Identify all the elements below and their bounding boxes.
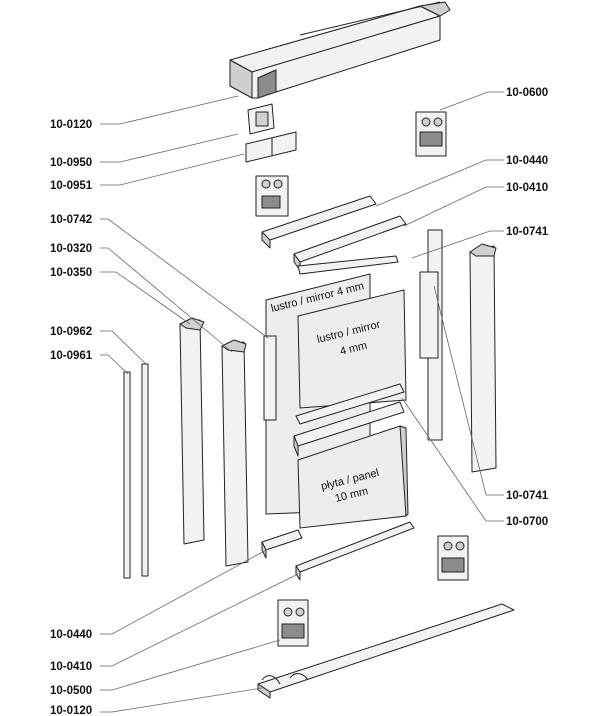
label-10-0742: 10-0742 — [50, 214, 92, 226]
vertical-handle-profile-1 — [179, 317, 205, 545]
label-10-0120-bottom: 10-0120 — [50, 705, 92, 716]
panel-board — [297, 425, 409, 529]
bottom-runner-left — [277, 599, 309, 647]
label-10-0410-bottom: 10-0410 — [50, 661, 92, 673]
label-10-0440-top: 10-0440 — [506, 155, 548, 167]
label-10-0741-top: 10-0741 — [506, 226, 549, 238]
front-mirror-pane — [297, 289, 407, 409]
profile-middle-b — [293, 401, 405, 457]
top-rail — [229, 1, 451, 99]
left-labels: 10-0120 10-0950 10-0951 10-0742 10-0320 … — [50, 119, 93, 716]
label-10-0700: 10-0700 — [506, 516, 548, 528]
right-labels: 10-0600 10-0440 10-0410 10-0741 10-0741 … — [506, 87, 549, 528]
vertical-handle-profile-2 — [221, 339, 249, 567]
top-guide-bracket — [255, 175, 289, 217]
label-10-0500: 10-0500 — [50, 685, 92, 697]
label-10-0320: 10-0320 — [50, 243, 92, 255]
seal-strip-left — [123, 371, 131, 579]
bottom-runner-right — [437, 535, 469, 581]
label-10-0741-bottom: 10-0741 — [506, 490, 549, 502]
profile-bottom-lower — [295, 521, 415, 581]
top-spacer-plate — [245, 131, 297, 163]
label-10-0350: 10-0350 — [50, 267, 92, 279]
leader-lines — [100, 91, 504, 713]
label-10-0120-top: 10-0120 — [50, 119, 92, 131]
label-10-0961: 10-0961 — [50, 350, 93, 362]
profile-mid-upper — [297, 255, 399, 275]
vertical-handle-profile-3 — [469, 243, 497, 473]
label-10-0950: 10-0950 — [50, 157, 92, 169]
top-runner-right — [415, 111, 447, 157]
bottom-rail — [257, 603, 515, 699]
label-10-0410-top: 10-0410 — [506, 182, 548, 194]
label-10-0440-bottom: 10-0440 — [50, 629, 92, 641]
profile-bottom-upper — [261, 529, 303, 559]
profile-middle-a — [295, 383, 405, 425]
profile-top-upper — [261, 195, 377, 249]
label-10-0600: 10-0600 — [506, 87, 548, 99]
label-10-0951: 10-0951 — [50, 180, 93, 192]
vertical-connector-right — [419, 229, 443, 441]
seal-strip-right — [141, 363, 149, 577]
top-guide-block — [247, 103, 275, 135]
vertical-connector-left — [263, 335, 277, 421]
label-10-0962: 10-0962 — [50, 326, 92, 338]
